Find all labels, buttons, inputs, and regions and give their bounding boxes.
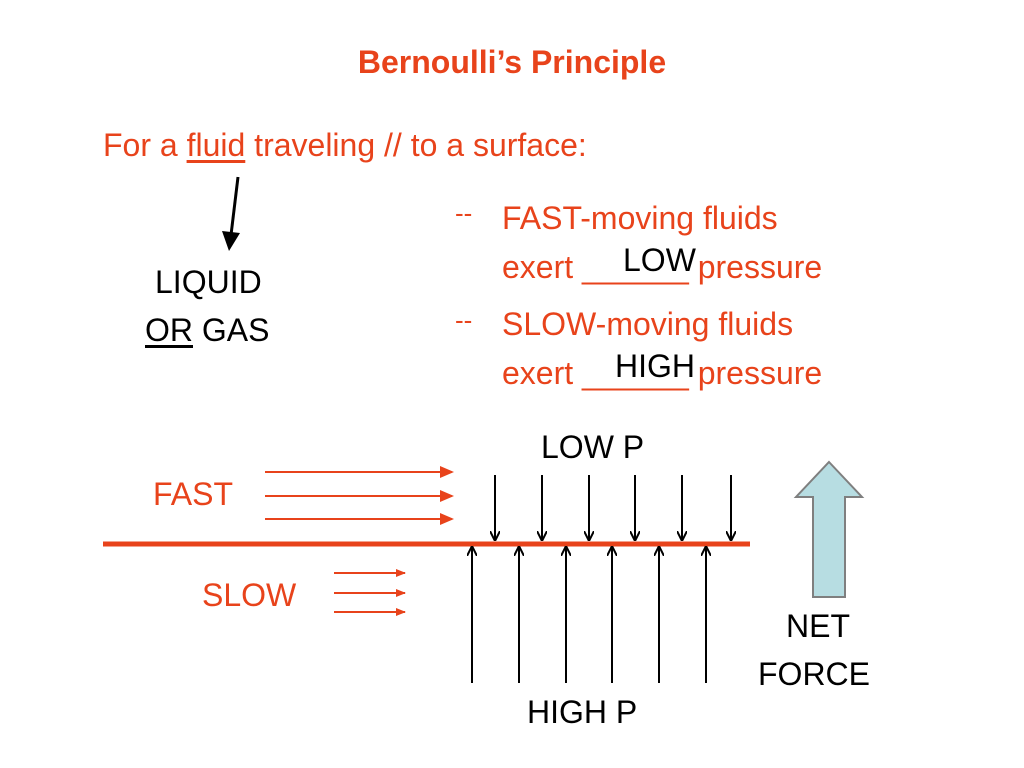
intro-line: For a fluid traveling // to a surface: xyxy=(103,127,587,164)
or-gas-label: OR GAS xyxy=(145,312,269,349)
slow-label: SLOW xyxy=(202,577,297,613)
bullet-dash-2: -- xyxy=(455,305,473,335)
low-p-label: LOW P xyxy=(541,429,645,465)
bullet-1-prefix: exert xyxy=(502,249,583,285)
force-label: FORCE xyxy=(758,656,870,692)
fast-flow-arrows xyxy=(265,466,454,525)
high-answer: HIGH xyxy=(615,348,695,384)
bullet-1-blank: ______ xyxy=(582,249,689,285)
fluid-word: fluid xyxy=(186,127,246,163)
fast-label: FAST xyxy=(153,476,234,512)
bullet-1-suffix: pressure xyxy=(688,249,823,285)
net-label: NET xyxy=(786,608,850,644)
low-pressure-arrows xyxy=(495,475,731,539)
high-p-label: HIGH P xyxy=(527,694,638,730)
gas-word: GAS xyxy=(193,312,270,348)
high-pressure-arrows xyxy=(472,548,706,683)
net-force-arrow xyxy=(793,460,865,598)
bullet-2-line2: exert ______ pressure xyxy=(502,355,822,392)
bullet-dash-1: -- xyxy=(455,198,473,228)
intro-suffix: traveling // to a surface: xyxy=(245,127,587,163)
fluid-arrow xyxy=(222,176,240,251)
bullet-1-line1: FAST-moving fluids xyxy=(502,200,778,236)
liquid-label: LIQUID xyxy=(155,264,262,300)
low-answer: LOW xyxy=(623,242,696,278)
intro-prefix: For a xyxy=(103,127,187,163)
bullet-2-prefix: exert xyxy=(502,355,583,391)
bullet-2-blank: ______ xyxy=(582,355,689,391)
page-title: Bernoulli’s Principle xyxy=(357,44,667,80)
bullet-2-suffix: pressure xyxy=(688,355,823,391)
bullet-1-line2: exert ______ pressure xyxy=(502,249,822,286)
slow-flow-arrows xyxy=(334,569,406,616)
or-word: OR xyxy=(145,312,193,348)
bullet-2-line1: SLOW-moving fluids xyxy=(502,306,794,342)
